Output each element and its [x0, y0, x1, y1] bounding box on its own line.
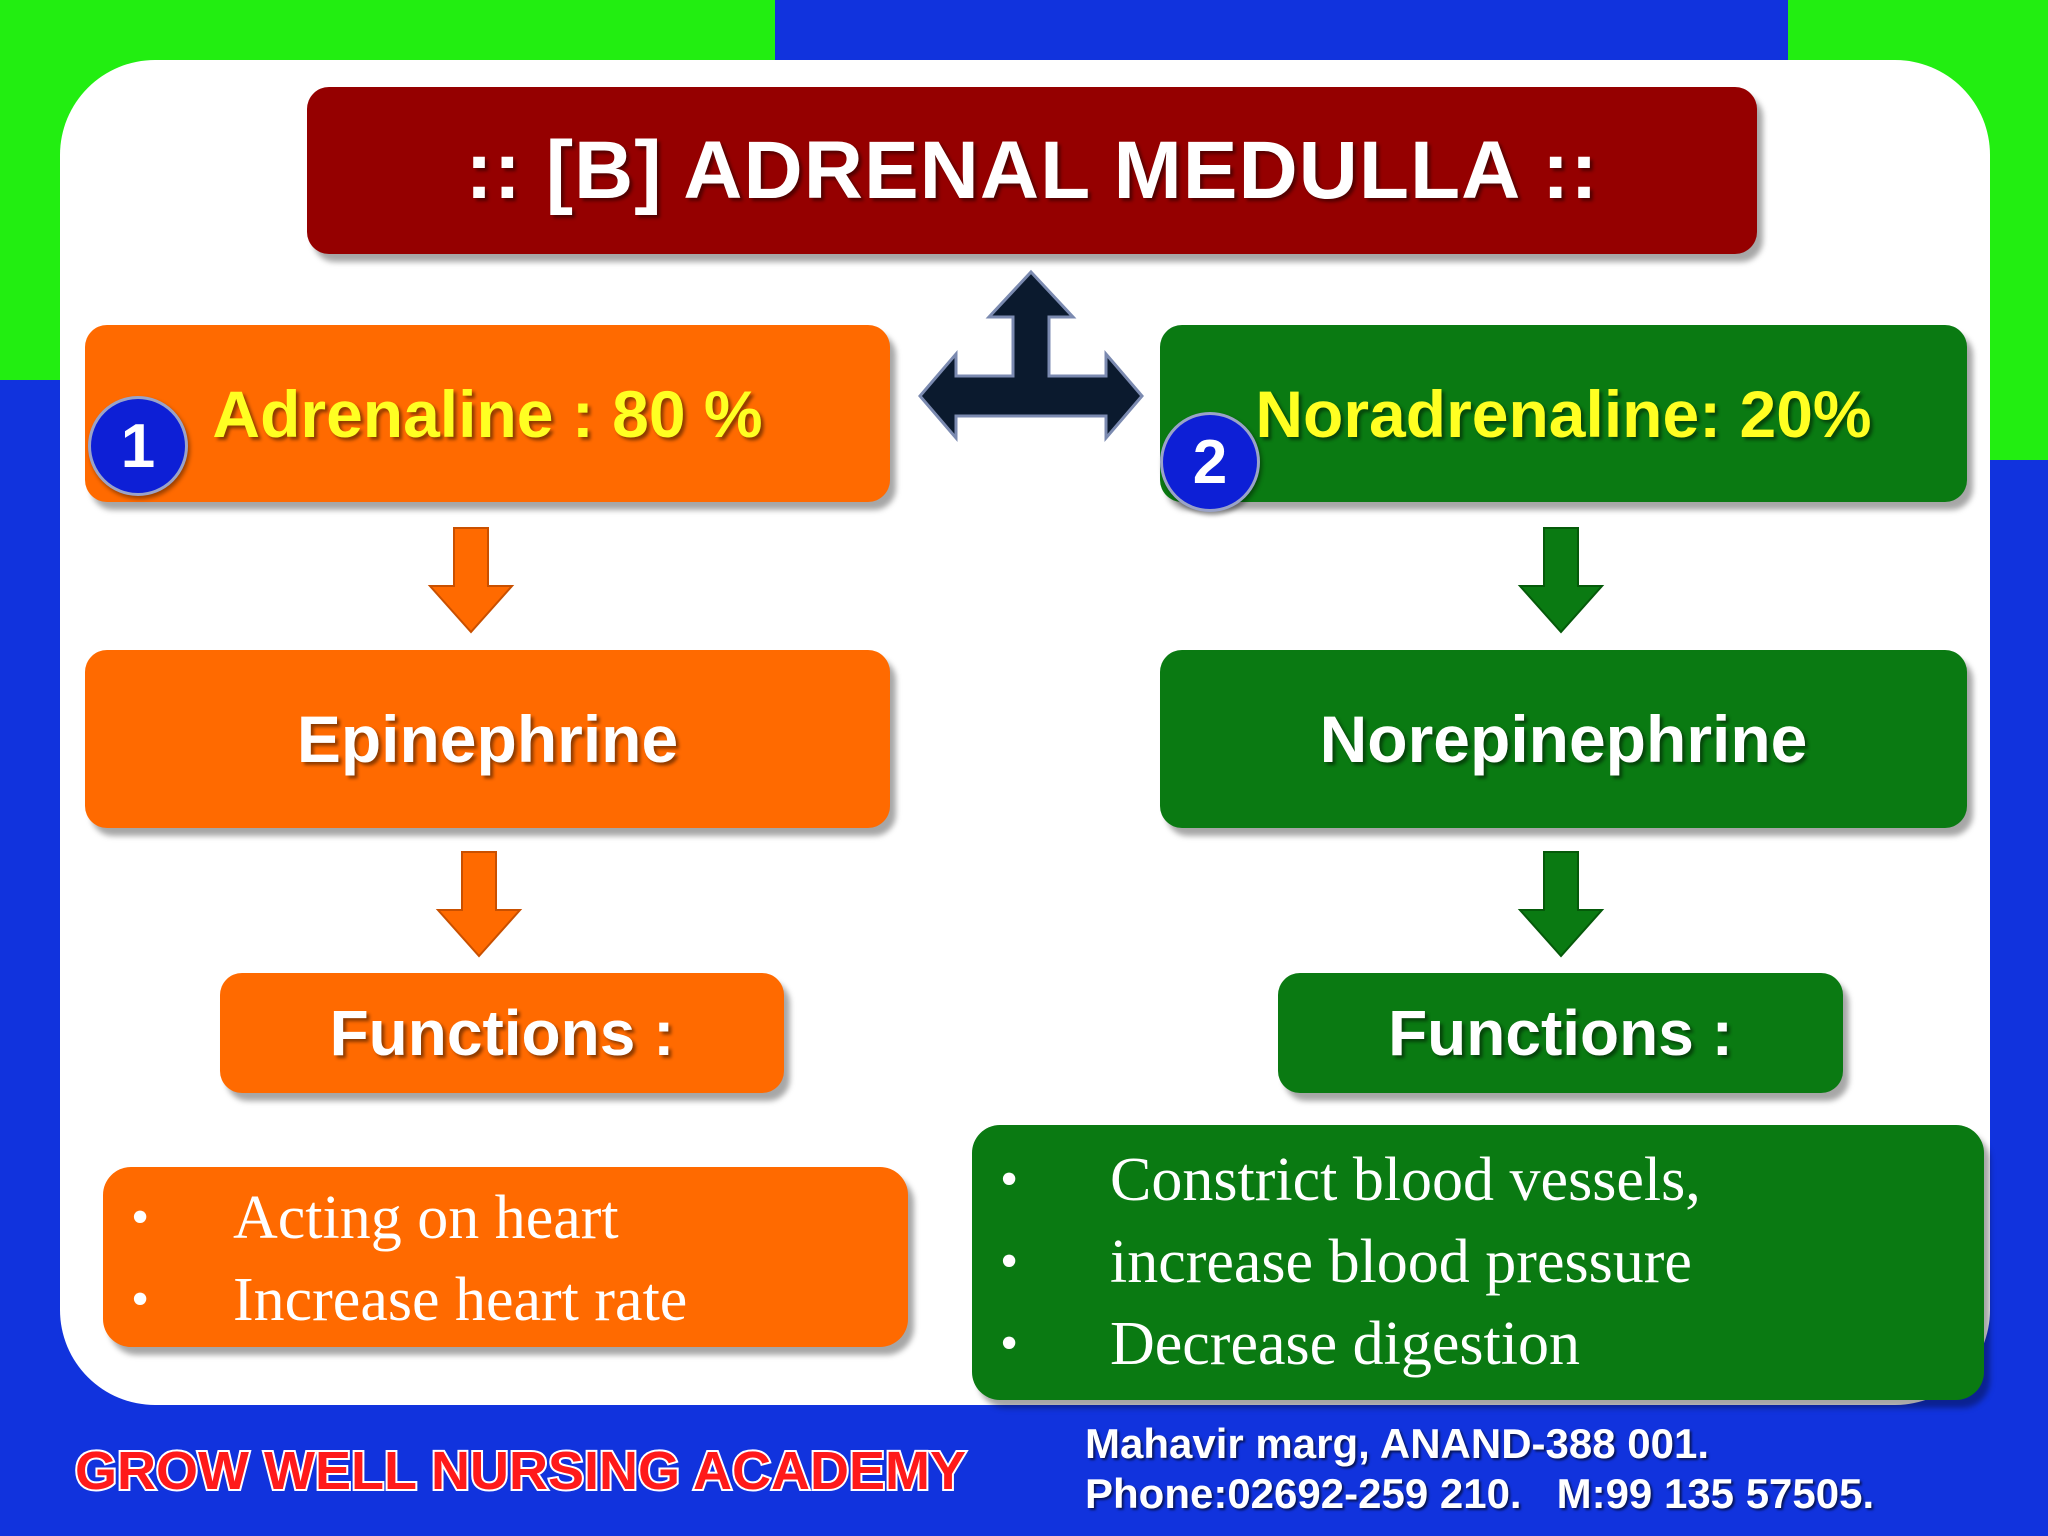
adrenaline-header: Adrenaline : 80 % [85, 325, 890, 502]
noradrenaline-header-label: Noradrenaline: 20% [1255, 376, 1872, 451]
right-functions-list: Constrict blood vessels, increase blood … [972, 1125, 1984, 1400]
norepinephrine-box: Norepinephrine [1160, 650, 1967, 828]
list-item: Decrease digestion [972, 1303, 1984, 1385]
noradrenaline-header: Noradrenaline: 20% [1160, 325, 1967, 502]
right-functions-heading: Functions : [1278, 973, 1843, 1093]
norepinephrine-label: Norepinephrine [1319, 702, 1808, 776]
list-item: Acting on heart [103, 1177, 908, 1259]
epinephrine-label: Epinephrine [296, 702, 679, 776]
down-arrow-icon [435, 851, 523, 958]
badge-2: 2 [1160, 412, 1260, 512]
phone-line: Phone:02692-259 210. M:99 135 57505. [1085, 1470, 1875, 1517]
adrenaline-header-label: Adrenaline : 80 % [212, 376, 763, 451]
address-line: Mahavir marg, ANAND-388 001. [1085, 1420, 1710, 1467]
three-way-arrow-icon [918, 269, 1144, 443]
epinephrine-box: Epinephrine [85, 650, 890, 828]
badge-1: 1 [88, 396, 188, 496]
list-item: Constrict blood vessels, [972, 1139, 1984, 1221]
down-arrow-icon [1517, 851, 1605, 958]
left-functions-list: Acting on heart Increase heart rate [103, 1167, 908, 1347]
right-functions-label: Functions : [1388, 997, 1733, 1069]
list-item: Increase heart rate [103, 1259, 908, 1341]
down-arrow-icon [427, 527, 515, 634]
academy-name: GROW WELL NURSING ACADEMY [73, 1439, 968, 1503]
list-item: increase blood pressure [972, 1221, 1984, 1303]
left-functions-label: Functions : [329, 997, 675, 1069]
slide-title: :: [B] ADRENAL MEDULLA :: [307, 87, 1757, 254]
down-arrow-icon [1517, 527, 1605, 634]
left-functions-heading: Functions : [220, 973, 784, 1093]
